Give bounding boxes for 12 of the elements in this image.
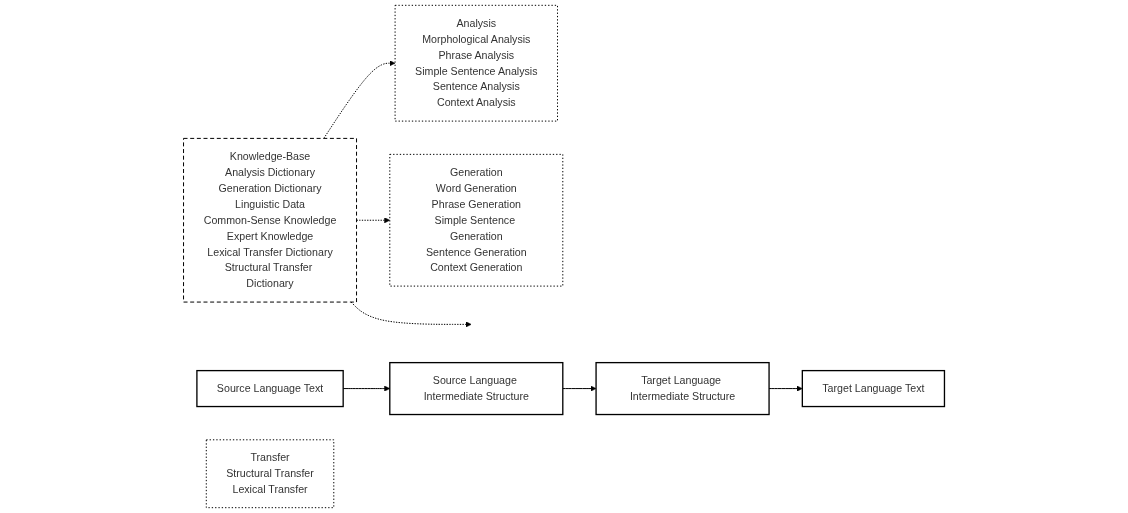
node-box: Knowledge-Base Analysis Dictionary Generation Dictionary Linguistic Data Common-Sense Knowledge Expert Knowledge Lexical Transfer Dictionary Structural Transfer Dictionary (183, 137, 358, 303)
node-box: Transfer Structural Transfer Lexical Transfer (205, 439, 335, 509)
node-box: Analysis Morphological Analysis Phrase Analysis Simple Sentence Analysis Sentence Analysis Context Analysis (394, 4, 558, 122)
arrow (562, 385, 597, 392)
arrow (323, 60, 396, 139)
node-box: Source Language Intermediate Structure (389, 361, 564, 416)
node-box: Generation Word Generation Phrase Generation Simple Sentence Generation Sentence Generation Context Generation (389, 153, 564, 287)
node-box: Source Language Text (196, 369, 344, 408)
arrow (356, 217, 391, 224)
node-box: Target Language Text (801, 369, 946, 408)
arrow (350, 301, 472, 328)
node-box: Target Language Intermediate Structure (595, 361, 770, 416)
